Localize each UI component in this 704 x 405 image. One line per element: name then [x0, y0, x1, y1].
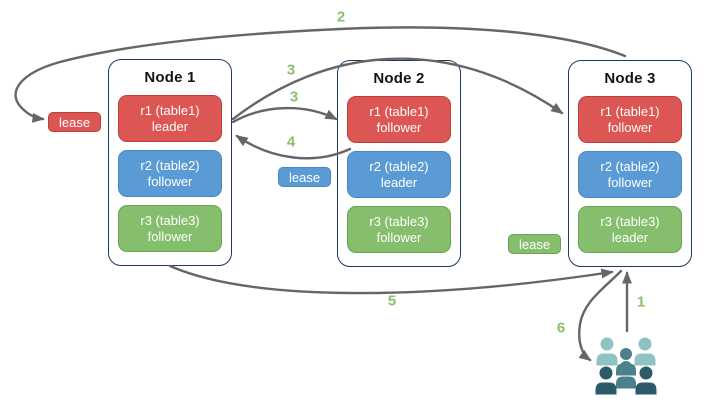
range-role: follower [147, 228, 193, 244]
user-figure [616, 348, 636, 376]
range-r3-node2: r3 (table3) follower [347, 206, 451, 253]
range-role: leader [611, 229, 649, 245]
node-3: Node 3 r1 (table1) follower r2 (table2) … [568, 60, 692, 267]
range-r1-node3: r1 (table1) follower [578, 96, 682, 143]
user-figure [616, 361, 636, 389]
step-label-1: 1 [636, 293, 646, 311]
range-role: follower [607, 174, 653, 190]
range-r1-node1: r1 (table1) leader [118, 95, 222, 142]
user-figure [596, 337, 618, 366]
range-name: r2 (table2) [369, 158, 429, 174]
step-label-5: 5 [387, 292, 397, 310]
arrow-step-3-replicate-to-node2 [231, 106, 338, 124]
step-label-3a: 3 [286, 61, 296, 79]
lease-tag-r2: lease [278, 167, 332, 187]
range-role: leader [380, 174, 418, 190]
range-role: leader [151, 118, 189, 134]
user-figure [635, 366, 657, 395]
range-name: r3 (table3) [600, 213, 660, 229]
lease-tag-r1: lease [48, 112, 102, 132]
range-name: r1 (table1) [369, 103, 429, 119]
range-role: follower [607, 119, 653, 135]
step-label-6: 6 [556, 319, 566, 337]
users-group-icon [595, 337, 657, 395]
range-r2-node2: r2 (table2) leader [347, 151, 451, 198]
range-r2-node3: r2 (table2) follower [578, 151, 682, 198]
step-label-3b: 3 [289, 88, 299, 106]
arrow-step-5-node1-to-node3 [168, 264, 614, 295]
lease-tag-r3: lease [508, 234, 562, 254]
range-name: r3 (table3) [140, 212, 200, 228]
range-role: follower [376, 229, 422, 245]
step-label-2: 2 [336, 8, 346, 26]
range-name: r1 (table1) [600, 103, 660, 119]
range-role: follower [147, 173, 193, 189]
range-name: r2 (table2) [140, 157, 200, 173]
range-name: r3 (table3) [369, 213, 429, 229]
range-r3-node1: r3 (table3) follower [118, 205, 222, 252]
range-name: r1 (table1) [140, 102, 200, 118]
arrow-step-2-lease-transfer [14, 26, 627, 123]
user-figure [595, 366, 617, 395]
range-role: follower [376, 119, 422, 135]
node-title: Node 1 [144, 69, 196, 86]
node-title: Node 2 [373, 70, 425, 87]
user-figure [634, 337, 656, 366]
range-r1-node2: r1 (table1) follower [347, 96, 451, 143]
node-1: Node 1 r1 (table1) leader r2 (table2) fo… [108, 59, 232, 266]
node-title: Node 3 [604, 70, 656, 87]
range-r3-node3: r3 (table3) leader [578, 206, 682, 253]
range-name: r2 (table2) [600, 158, 660, 174]
range-r2-node1: r2 (table2) follower [118, 150, 222, 197]
step-label-4: 4 [286, 133, 296, 151]
node-2: Node 2 r1 (table1) follower r2 (table2) … [337, 60, 461, 267]
arrow-step-6-response-to-client [578, 269, 623, 362]
